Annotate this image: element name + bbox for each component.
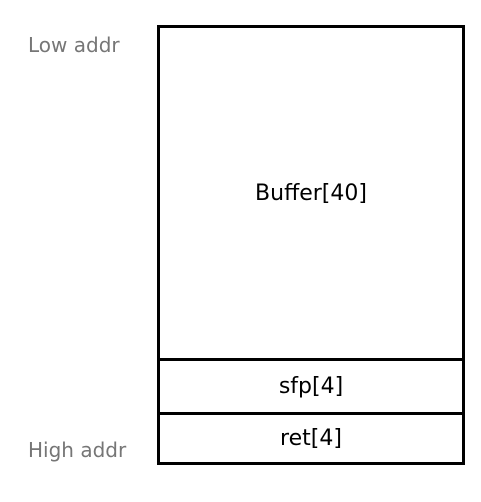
return-address-cell: ret[4] — [160, 412, 462, 462]
buffer-cell: Buffer[40] — [255, 180, 367, 206]
stack-frame-diagram: Buffer[40] sfp[4] ret[4] — [157, 25, 465, 465]
high-address-label: High addr — [28, 438, 127, 462]
saved-frame-pointer-cell: sfp[4] — [160, 358, 462, 412]
low-address-label: Low addr — [28, 33, 120, 57]
